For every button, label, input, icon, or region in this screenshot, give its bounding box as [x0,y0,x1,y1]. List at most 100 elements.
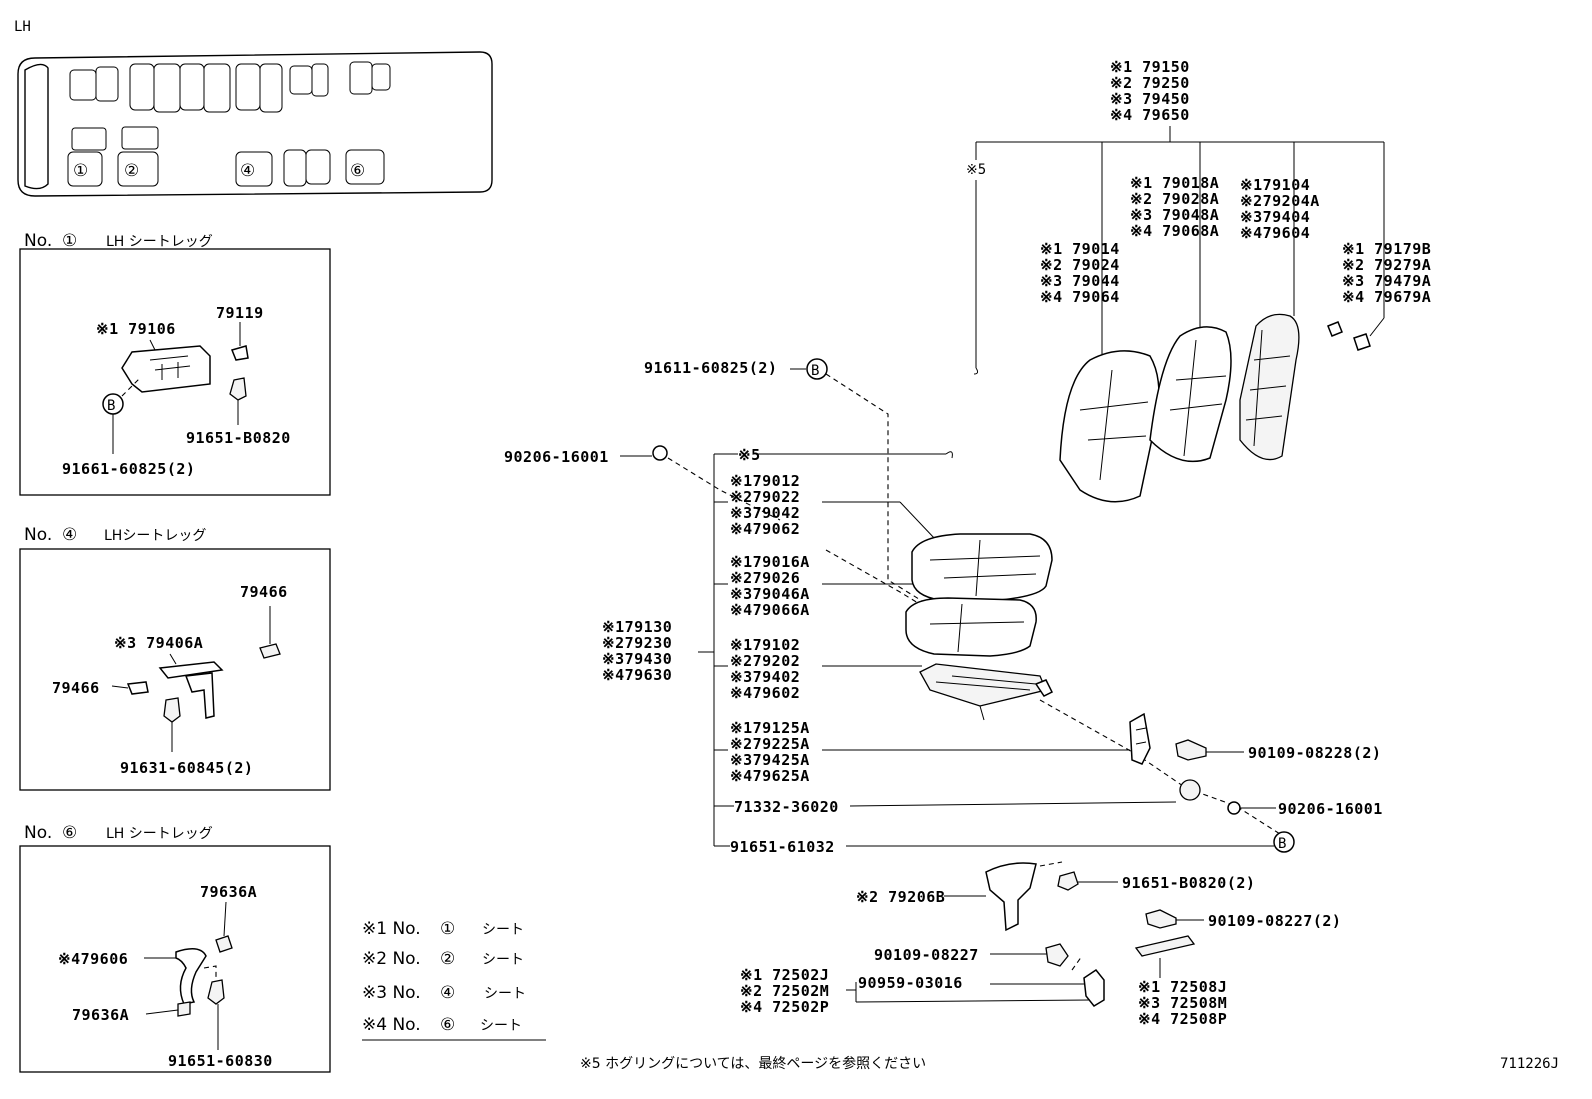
group-b-1: ※179104 [1240,176,1310,194]
legend-text-1: シート [482,922,524,938]
panel4-part-4: 91631-60845(2) [120,759,253,777]
screw-right: 90109-08228(2) [1248,744,1381,762]
cushion-3: ※379042 [730,504,800,522]
legend-num-4: ⑥ [440,1015,455,1035]
pad-2: ※279026 [730,569,800,587]
cushion-1: ※179012 [730,472,800,490]
rod-right-3: ※4 72508P [1138,1010,1227,1028]
panel6-title-text: LH シートレッグ [106,826,213,842]
map-seat-4: ④ [240,161,255,181]
rod-left-2: ※2 72502M [740,982,829,1000]
map-seat-2: ② [124,161,139,181]
ref-b-top: B [811,363,819,379]
screw-2: 90109-08227(2) [1208,912,1341,930]
group-c-3: ※3 79044 [1040,272,1120,290]
legend-text-3: シート [484,986,526,1002]
side-label: LH [14,19,31,35]
legend-num-1: ① [440,919,455,939]
group-b-4: ※479604 [1240,224,1310,242]
legend-mark-1: ※1 No. [362,919,421,939]
ref-b-bottom: B [1278,836,1286,852]
panel1-ref-b: B [107,398,115,414]
figure-code: 711226J [1500,1056,1559,1072]
assy-2: ※279230 [602,634,672,652]
panel6-title-no: No. [24,823,52,843]
assy-4: ※479630 [602,666,672,684]
panel-no4: No. ④ LHシートレッグ 79466 ※3 79406A 79466 916… [19,525,331,791]
panel6-title-num: ⑥ [62,823,77,843]
group-c-1: ※1 79014 [1040,240,1120,258]
note5-top: ※5 [966,162,986,178]
cushion-4: ※479062 [730,520,800,538]
seat-legend: ※1 No. ① シート ※2 No. ② シート ※3 No. ④ シート ※… [362,919,546,1041]
frame-1: ※179102 [730,636,800,654]
panel1-title-text: LH シートレッグ [106,234,213,250]
panel1-part-2: 79119 [216,304,264,322]
bolt-top: 91611-60825(2) [644,359,777,377]
adjuster-3: ※379425A [730,751,810,769]
frame-3: ※379402 [730,668,800,686]
legend-num-2: ② [440,949,455,969]
main-assembly: ※1 79150 ※2 79250 ※3 79450 ※4 79650 ※5 ※… [504,58,1431,1028]
top-group-4: ※4 79650 [1110,106,1190,124]
group-a-4: ※4 79068A [1130,222,1219,240]
group-d-4: ※4 79679A [1342,288,1431,306]
panel4-part-2: ※3 79406A [114,634,203,652]
assy-3: ※379430 [602,650,672,668]
knob: 71332-36020 [734,798,839,816]
legend-mark-2: ※2 No. [362,949,421,969]
group-d-2: ※2 79279A [1342,256,1431,274]
panel4-part-3: 79466 [52,679,100,697]
panel6-part-2: ※479606 [58,950,128,968]
legend-mark-3: ※3 No. [362,983,421,1003]
panel4-title-num: ④ [62,525,77,545]
adjuster-2: ※279225A [730,735,810,753]
footnote: ※5 ホグリングについては、最終ページを参照ください [580,1055,926,1072]
assy-1: ※179130 [602,618,672,636]
group-a-2: ※2 79028A [1130,190,1219,208]
adjuster-1: ※179125A [730,719,810,737]
legend-mark-4: ※4 No. [362,1015,421,1035]
panel1-part-4: 91661-60825(2) [62,460,195,478]
pad-3: ※379046A [730,585,810,603]
screw-1: 90109-08227 [874,946,979,964]
pad-1: ※179016A [730,553,810,571]
panel6-part-1: 79636A [200,883,257,901]
leg: ※2 79206B [856,888,945,906]
vehicle-seat-map: ① ② ④ ⑥ [17,51,493,197]
group-a-3: ※3 79048A [1130,206,1219,224]
frame-4: ※479602 [730,684,800,702]
rod-right-1: ※1 72508J [1138,978,1227,996]
ring-left: 90206-16001 [504,448,609,466]
panel1-title-num: ① [62,231,77,251]
legend-text-4: シート [480,1018,522,1034]
map-seat-1: ① [73,161,88,181]
panel1-part-3: 91651-B0820 [186,429,291,447]
panel6-part-3: 79636A [72,1006,129,1024]
rod-left-3: ※4 72502P [740,998,829,1016]
top-group-1: ※1 79150 [1110,58,1190,76]
panel4-title-no: No. [24,525,52,545]
panel6-part-4: 91651-60830 [168,1052,273,1070]
panel1-title-no: No. [24,231,52,251]
rod-left-1: ※1 72502J [740,966,829,984]
panel1-part-1: ※1 79106 [96,320,176,338]
panel-no6: No. ⑥ LH シートレッグ 79636A ※479606 79636A 91… [19,823,331,1073]
group-a-1: ※1 79018A [1130,174,1219,192]
bolt-bottom: 91651-61032 [730,838,835,856]
clip: 90959-03016 [858,974,963,992]
group-c-2: ※2 79024 [1040,256,1120,274]
panel4-part-1: 79466 [240,583,288,601]
group-b-3: ※379404 [1240,208,1310,226]
top-group-3: ※3 79450 [1110,90,1190,108]
group-c-4: ※4 79064 [1040,288,1120,306]
group-b-2: ※279204A [1240,192,1320,210]
panel-no1: No. ① LH シートレッグ B ※1 79106 79119 91651-B… [19,231,331,496]
ring-right: 90206-16001 [1278,800,1383,818]
legend-num-3: ④ [440,983,455,1003]
group-d-1: ※1 79179B [1342,240,1431,258]
top-group-2: ※2 79250 [1110,74,1190,92]
panel4-title-text: LHシートレッグ [104,528,206,544]
adjuster-4: ※479625A [730,767,810,785]
